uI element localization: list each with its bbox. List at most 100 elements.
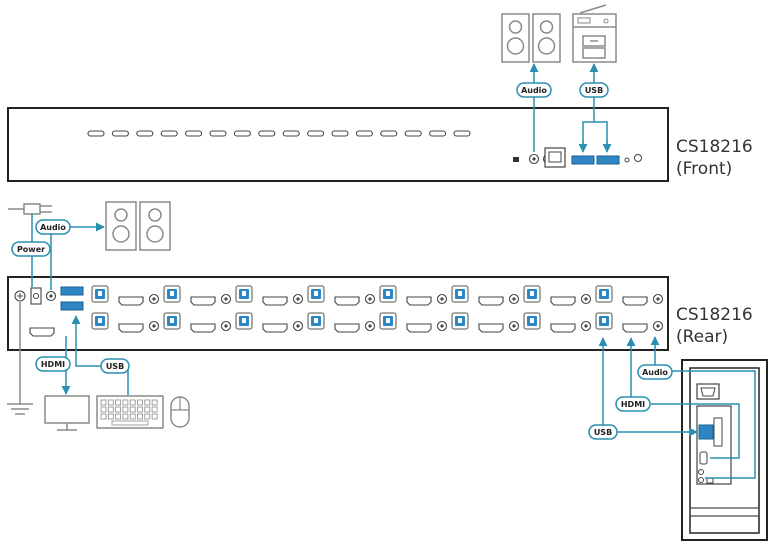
keyboard-key: [129, 413, 136, 420]
hdmi-port: [334, 323, 360, 333]
front-model-name: CS18216: [676, 137, 753, 157]
port-led: [185, 130, 203, 137]
speaker-icon: [105, 201, 171, 251]
front-usb-port-2: [596, 155, 620, 165]
audio-jack: [220, 320, 232, 332]
usb-b-port: [91, 285, 109, 303]
front-usb-port-1: [571, 155, 595, 165]
speaker-icon: [501, 13, 561, 63]
pc-audio-tag: Audio: [637, 364, 673, 380]
port-led: [307, 130, 325, 137]
pc-hdmi-tag: HDMI: [615, 396, 651, 412]
svg-text:Power: Power: [17, 245, 45, 254]
hdmi-port: [550, 323, 576, 333]
hdmi-port: [262, 296, 288, 306]
port-led: [331, 130, 349, 137]
power-adapter-icon: [8, 203, 52, 215]
usb-b-port: [163, 285, 181, 303]
rear-view-label: (Rear): [676, 327, 729, 347]
hdmi-port: [622, 296, 648, 306]
usb-b-port: [523, 312, 541, 330]
rear-hdmi-tag: HDMI: [35, 356, 71, 372]
front-lan-port: [544, 147, 566, 168]
keyboard-key: [129, 406, 136, 413]
front-led: [624, 157, 630, 163]
front-view-label: (Front): [676, 159, 733, 179]
keyboard-key: [107, 406, 114, 413]
svg-text:USB: USB: [594, 428, 612, 437]
keyboard-key: [100, 413, 107, 420]
svg-text:HDMI: HDMI: [621, 400, 645, 409]
hdmi-port: [622, 323, 648, 333]
audio-jack: [364, 293, 376, 305]
front-panel: [7, 107, 669, 182]
usb-b-port: [163, 312, 181, 330]
hdmi-port: [550, 296, 576, 306]
port-led: [355, 130, 373, 137]
keyboard-spacebar: [111, 420, 149, 426]
svg-text:USB: USB: [585, 86, 603, 95]
audio-jack: [652, 320, 664, 332]
hdmi-port: [190, 323, 216, 333]
rear-model-label: CS18216 (Rear): [676, 304, 753, 348]
keyboard-key: [100, 399, 107, 406]
hdmi-port: [478, 296, 504, 306]
audio-jack: [580, 320, 592, 332]
front-audio-tag: Audio: [516, 82, 552, 98]
svg-text:Audio: Audio: [521, 86, 547, 95]
computer-icon: [681, 359, 768, 541]
front-switch: [513, 157, 519, 162]
hdmi-port: [190, 296, 216, 306]
port-led: [111, 130, 129, 137]
keyboard-icon: [96, 395, 164, 429]
svg-text:Audio: Audio: [642, 368, 668, 377]
keyboard-key: [137, 406, 143, 413]
keyboard-key: [144, 399, 151, 406]
keyboard-key: [151, 406, 158, 413]
keyboard-key: [151, 413, 158, 420]
keyboard-key: [100, 406, 107, 413]
audio-jack: [292, 293, 304, 305]
audio-jack: [580, 293, 592, 305]
keyboard-key: [137, 413, 143, 420]
usb-b-port: [595, 285, 613, 303]
rear-audio-jack: [45, 290, 57, 302]
rear-audio-tag: Audio: [35, 219, 71, 235]
usb-b-port: [379, 312, 397, 330]
port-led: [258, 130, 276, 137]
port-led: [160, 130, 178, 137]
usb-b-port: [91, 312, 109, 330]
keyboard-key: [122, 413, 129, 420]
audio-jack: [508, 320, 520, 332]
audio-jack: [148, 293, 160, 305]
hdmi-port: [262, 323, 288, 333]
keyboard-key: [107, 399, 114, 406]
front-button: [634, 154, 642, 162]
port-led: [233, 130, 251, 137]
front-usb-tag: USB: [579, 82, 609, 98]
usb-b-port: [379, 285, 397, 303]
hdmi-port: [406, 323, 432, 333]
usb-b-port: [235, 285, 253, 303]
keyboard-key: [115, 406, 121, 413]
rear-panel: [7, 276, 669, 351]
port-led: [87, 130, 105, 137]
svg-text:USB: USB: [106, 362, 124, 371]
rear-usb-port-2: [60, 301, 84, 311]
audio-jack: [436, 320, 448, 332]
usb-b-port: [595, 312, 613, 330]
power-tag: Power: [11, 241, 51, 257]
svg-text:Audio: Audio: [40, 223, 66, 232]
keyboard-key: [122, 406, 129, 413]
port-led: [380, 130, 398, 137]
usb-b-port: [307, 285, 325, 303]
usb-b-port: [451, 285, 469, 303]
audio-jack: [220, 293, 232, 305]
rear-model-name: CS18216: [676, 305, 753, 325]
keyboard-key: [144, 406, 151, 413]
port-led-row: [87, 130, 471, 137]
audio-jack: [364, 320, 376, 332]
usb-b-port: [523, 285, 541, 303]
usb-b-port: [235, 312, 253, 330]
monitor-icon: [44, 395, 90, 431]
